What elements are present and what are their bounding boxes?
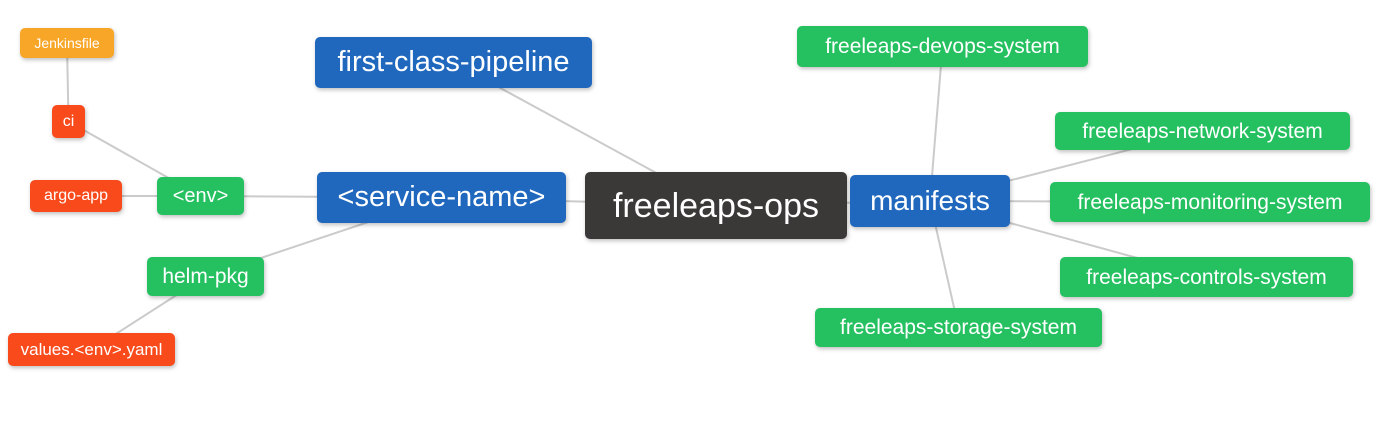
node-freeleaps-ops[interactable]: freeleaps-ops xyxy=(585,172,847,239)
node-service-name[interactable]: <service-name> xyxy=(317,172,566,223)
node-storage-system[interactable]: freeleaps-storage-system xyxy=(815,308,1102,347)
node-argo-app[interactable]: argo-app xyxy=(30,180,122,212)
node-jenkinsfile[interactable]: Jenkinsfile xyxy=(20,28,114,58)
node-first-class-pipeline[interactable]: first-class-pipeline xyxy=(315,37,592,88)
node-ci[interactable]: ci xyxy=(52,105,85,138)
node-helm-pkg[interactable]: helm-pkg xyxy=(147,257,264,296)
node-env[interactable]: <env> xyxy=(157,177,244,215)
node-network-system[interactable]: freeleaps-network-system xyxy=(1055,112,1350,150)
node-devops-system[interactable]: freeleaps-devops-system xyxy=(797,26,1088,67)
node-controls-system[interactable]: freeleaps-controls-system xyxy=(1060,257,1353,297)
node-values-env-yaml[interactable]: values.<env>.yaml xyxy=(8,333,175,366)
node-monitoring-system[interactable]: freeleaps-monitoring-system xyxy=(1050,182,1370,222)
node-manifests[interactable]: manifests xyxy=(850,175,1010,227)
